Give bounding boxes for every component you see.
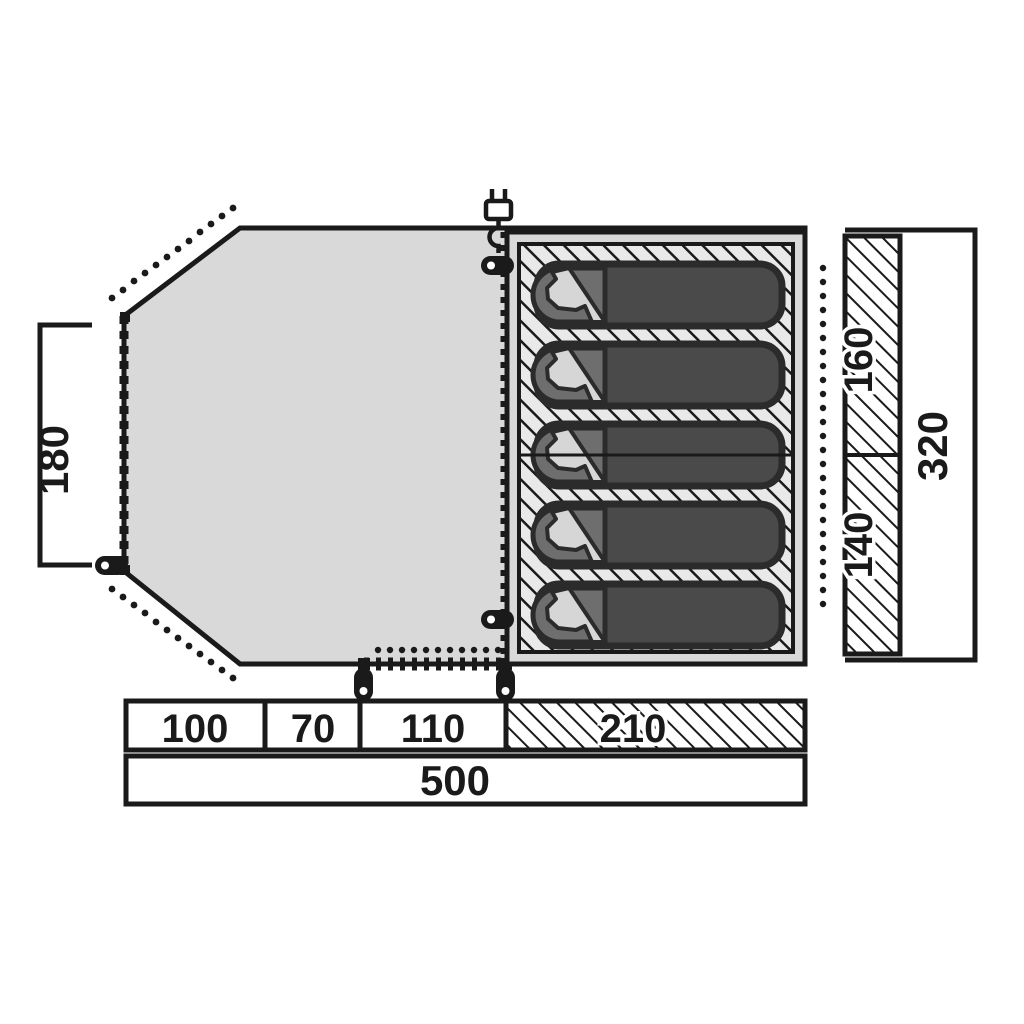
toggle-icon — [496, 668, 515, 701]
sleeping-bag — [530, 500, 786, 570]
toggle-icons — [95, 256, 515, 701]
toggle-icon — [354, 668, 373, 701]
bottom-zipper-dots — [374, 646, 502, 654]
toggle-icon — [481, 610, 514, 629]
dimension-label-100: 100 — [162, 707, 229, 751]
sleeping-bag — [530, 340, 786, 410]
dimension-label-320: 320 — [909, 411, 956, 481]
dimension-total-vertical-bracket — [845, 227, 978, 663]
dimension-label-140: 140 — [837, 512, 881, 579]
guyline-dots-top — [108, 204, 237, 302]
dimension-vertical-segments-box — [842, 233, 903, 657]
guyline-dots-bottom — [108, 585, 237, 682]
dimension-hatch-vertical — [845, 236, 900, 654]
guyline-dots-right — [819, 264, 827, 608]
toggle-icon — [481, 256, 514, 275]
dimension-180-bracket — [37, 322, 92, 568]
toggle-icon — [95, 556, 128, 575]
vertical-dimension-left: 180 — [30, 322, 92, 568]
dimension-label-180: 180 — [30, 425, 77, 495]
dimension-label-160: 160 — [837, 327, 881, 394]
dimension-label-110: 110 — [401, 707, 466, 751]
horizontal-dimension-scale: 100 70 110 210 500 — [123, 698, 808, 807]
dimension-label-500: 500 — [420, 757, 490, 804]
dimension-label-70: 70 — [291, 707, 336, 751]
dimension-segments-box — [123, 698, 808, 753]
dimension-hatch-210 — [506, 701, 805, 750]
sleeping-bag — [530, 580, 786, 650]
sleeping-bag — [530, 260, 786, 330]
dimension-label-210: 210 — [600, 707, 667, 751]
plug-icon — [483, 189, 514, 253]
dimension-total-box — [123, 753, 808, 807]
sleeping-bag-group — [530, 260, 786, 650]
vertical-dimension-scale-right: 160 140 320 — [834, 227, 978, 663]
